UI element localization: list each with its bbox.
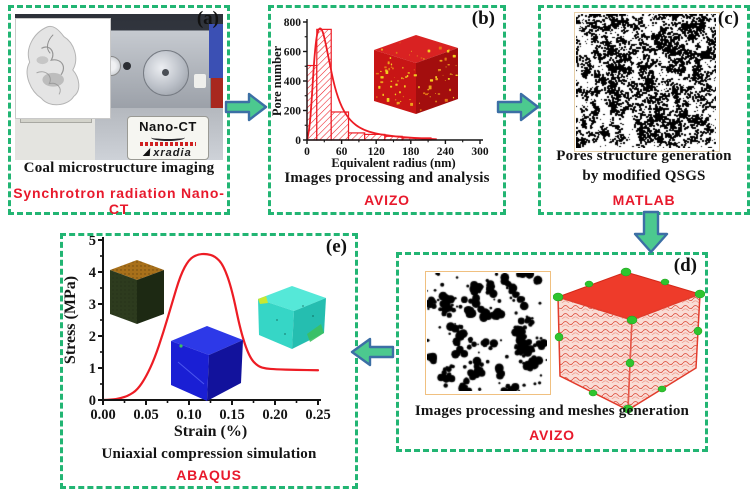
coal-microstructure-inset — [15, 18, 111, 119]
coal-grain-sketch — [26, 25, 80, 106]
intact-model-cube — [110, 260, 164, 324]
binary-pore-map — [425, 271, 551, 395]
svg-text:0.00: 0.00 — [90, 407, 115, 423]
svg-text:0: 0 — [295, 135, 301, 147]
panel-d-caption: Images processing and meshes generation — [414, 403, 690, 419]
deformed-model-cube — [171, 326, 243, 401]
qsgs-binary-structure — [574, 12, 720, 152]
panel-c-label: (c) — [717, 8, 739, 29]
svg-text:0: 0 — [89, 393, 96, 409]
meshed-cube — [553, 267, 705, 413]
qsgs-speckle-canvas — [576, 14, 716, 148]
blue-rack — [209, 24, 223, 78]
panel-e-software: ABAQUS — [176, 467, 242, 483]
svg-text:1: 1 — [89, 361, 96, 377]
panel-b-caption: Images processing and analysis — [284, 170, 490, 186]
cube-left-face — [374, 50, 416, 114]
sign-swoosh — [151, 134, 185, 141]
panel-a: (a) Nano-CT — [8, 5, 230, 217]
cube-top-face — [374, 35, 458, 63]
panel-c: (c) Pores structure generation by modifi… — [538, 5, 750, 215]
svg-text:240: 240 — [437, 146, 455, 158]
panel-d: (d) Imag — [396, 252, 708, 452]
svg-text:5: 5 — [89, 236, 96, 249]
arrow-b-to-c — [496, 92, 540, 122]
panel-e-caption: Uniaxial compression simulation — [101, 446, 317, 462]
svg-text:400: 400 — [284, 76, 302, 88]
svg-text:2: 2 — [89, 329, 96, 345]
svg-text:Pore number: Pore number — [271, 45, 284, 116]
xradia-wordmark: xradia — [153, 147, 192, 159]
stress-contour-cube — [258, 286, 326, 349]
svg-text:0.25: 0.25 — [305, 407, 330, 423]
pore-structure-cube — [374, 35, 458, 114]
svg-text:4: 4 — [89, 265, 96, 281]
pore-specks — [375, 42, 458, 111]
mesh-node-markers — [553, 267, 705, 413]
xradia-triangle-icon — [142, 148, 153, 156]
paper-cup — [194, 74, 206, 88]
svg-text:600: 600 — [284, 46, 302, 58]
panel-a-label: (a) — [196, 8, 219, 29]
sign-title: Nano-CT — [139, 119, 197, 134]
panel-a-method: Synchrotron radiation Nano-CT — [13, 185, 225, 217]
arrow-d-to-e — [350, 337, 395, 367]
svg-text:0: 0 — [304, 146, 310, 158]
svg-text:200: 200 — [284, 105, 302, 117]
svg-text:300: 300 — [471, 146, 489, 158]
machine-base: Nano-CT xradia — [95, 108, 223, 160]
svg-text:0.20: 0.20 — [262, 407, 287, 423]
panel-c-software: MATLAB — [612, 192, 676, 208]
disc-hub — [162, 69, 169, 76]
svg-text:0.15: 0.15 — [219, 407, 244, 423]
panel-c-caption-line2: by modified QSGS — [582, 168, 706, 184]
arrow-a-to-b — [224, 92, 268, 122]
panel-c-caption-line1: Pores structure generation — [556, 148, 732, 164]
svg-text:0.10: 0.10 — [176, 407, 201, 423]
pore-blob-canvas — [427, 273, 547, 391]
svg-text:120: 120 — [368, 146, 386, 158]
nano-ct-photo: Nano-CT xradia — [15, 14, 223, 160]
svg-text:180: 180 — [402, 146, 420, 158]
svg-text:Stress (MPa): Stress (MPa) — [63, 276, 79, 364]
svg-text:Strain (%): Strain (%) — [174, 423, 247, 440]
cube-right-face — [416, 48, 458, 114]
panel-d-label: (d) — [673, 255, 697, 276]
xradia-logo: xradia — [128, 147, 208, 159]
sign-small-red-text — [140, 142, 196, 146]
svg-text:60: 60 — [336, 146, 348, 158]
svg-text:0.05: 0.05 — [133, 407, 158, 423]
panel-d-software: AVIZO — [529, 427, 575, 443]
panel-e-label: (e) — [325, 236, 347, 257]
arrow-c-to-d — [633, 210, 669, 254]
svg-text:800: 800 — [284, 17, 302, 29]
panel-b-label: (b) — [471, 8, 495, 29]
svg-text:3: 3 — [89, 297, 96, 313]
nano-ct-sign: Nano-CT xradia — [127, 116, 209, 160]
panel-b-software: AVIZO — [364, 192, 410, 208]
svg-text:Equivalent radius (nm): Equivalent radius (nm) — [331, 156, 455, 170]
panel-a-caption: Coal microstructure imaging — [23, 160, 215, 176]
port-dot — [123, 62, 131, 70]
